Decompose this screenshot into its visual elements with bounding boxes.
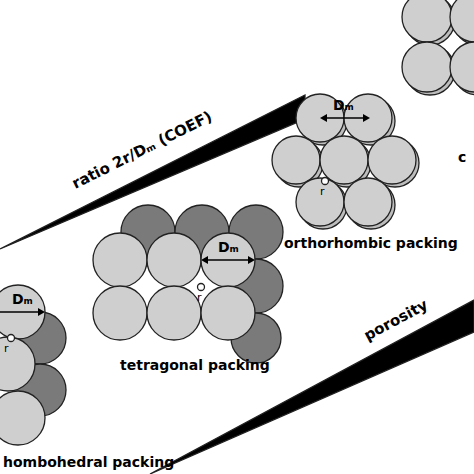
- porosity-wedge: [150, 300, 474, 474]
- dimension-label: Dₘ: [218, 240, 239, 255]
- orthorhombic-spheres: [272, 94, 419, 229]
- packing-name: orthorhombic packing: [284, 236, 458, 251]
- packing-name: hombohedral packing: [3, 455, 174, 470]
- dm-arrows: [0, 114, 370, 316]
- radius-label: r: [197, 292, 202, 304]
- packing-name: c: [458, 150, 466, 165]
- radius-label: r: [320, 186, 325, 198]
- cubic-spheres: [402, 0, 474, 95]
- packing-name: tetragonal packing: [120, 358, 270, 373]
- tetragonal-spheres: [93, 205, 283, 363]
- rhombohedral-spheres: [0, 285, 66, 445]
- dimension-label: Dₘ: [12, 292, 33, 307]
- radius-label: r: [4, 343, 9, 355]
- dimension-label: Dₘ: [333, 98, 354, 113]
